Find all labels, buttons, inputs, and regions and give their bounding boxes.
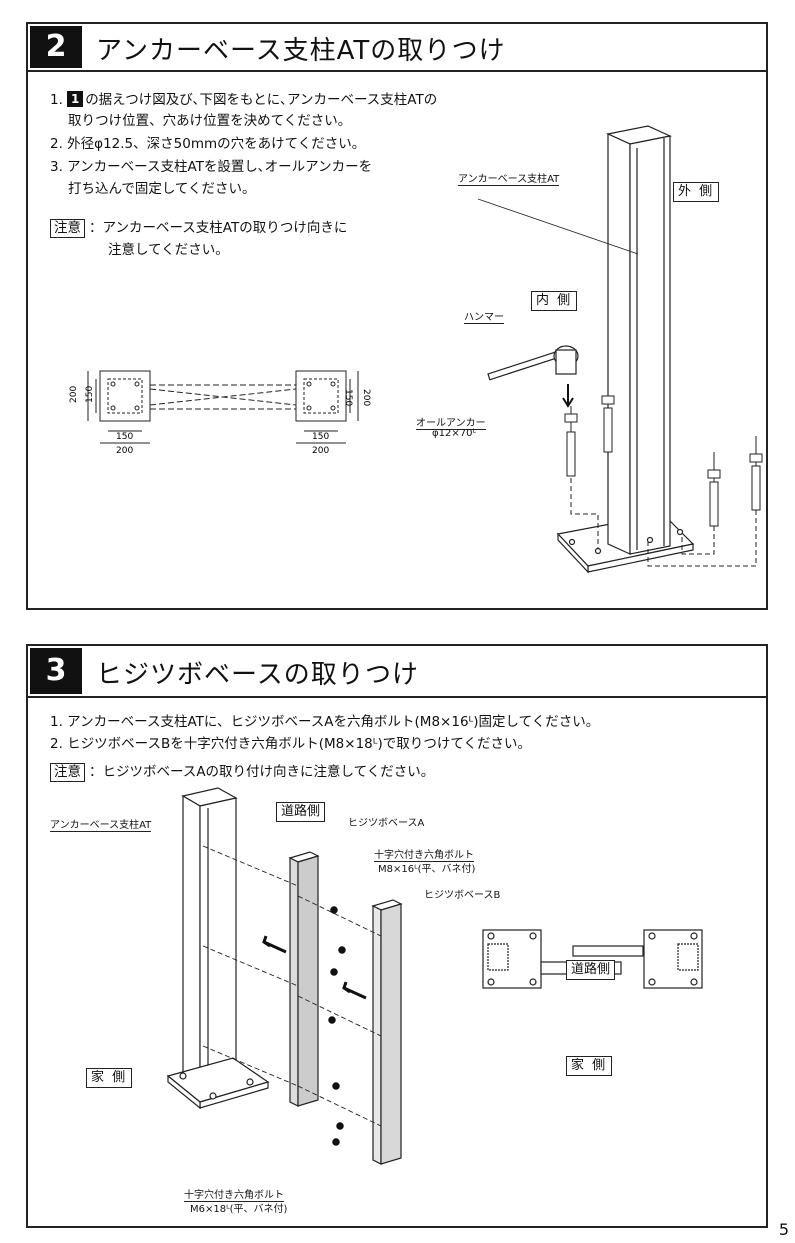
instruction-1: 1. アンカーベース支柱ATに、ヒジツボベースAを六角ボルト(M8×16ᴸ)固定…: [50, 714, 600, 730]
section-number: 2: [30, 26, 82, 68]
caution-label: 注意: [50, 763, 85, 782]
label-road-side: 道路側: [276, 802, 326, 822]
caution-note-cont: 注意してください。: [108, 242, 229, 258]
anchor-plan-diagram: 200 150 200 150 150 200 150 200: [69, 370, 371, 454]
dim-200: 200: [116, 446, 133, 454]
dim-150: 150: [312, 432, 329, 442]
anchor-bolt: [749, 436, 763, 511]
instruction-3-cont: 打ち込んで固定してください。: [68, 181, 256, 197]
label-bolt-a-size: M8×16ᴸ(平、バネ付): [378, 864, 476, 875]
label-anchor-size: φ12×70ᴸ: [432, 428, 476, 439]
instruction-2: 2. ヒジツボベースBを十字穴付き六角ボルト(M8×18ᴸ)で取りつけてください…: [50, 736, 531, 752]
label-bolt-a-type: 十字穴付き六角ボルト: [374, 846, 474, 862]
label-outside: 外 側: [673, 182, 720, 202]
caution-note: 注意：アンカーベース支柱ATの取りつけ向きに: [50, 216, 347, 238]
label-bolt-b-size: M6×18ᴸ(平、バネ付): [190, 1204, 288, 1215]
step-chip: 1: [67, 91, 84, 107]
label-base-b: ヒジツボベースB: [424, 890, 501, 901]
label-base-a: ヒジツボベースA: [348, 818, 425, 829]
caution-note: 注意：ヒジツボベースAの取り付け向きに注意してください。: [50, 760, 434, 782]
label-anchor-post: アンカーベース支柱AT: [50, 816, 152, 832]
instruction-3: 3. アンカーベース支柱ATを設置し､オールアンカーを: [50, 159, 373, 175]
label-anchor: オールアンカー: [416, 414, 486, 430]
label-anchor-post: アンカーベース支柱AT: [458, 170, 560, 186]
label-house-side-plan: 家 側: [566, 1056, 613, 1076]
dim-150: 150: [116, 432, 133, 442]
section-title: ヒジツボベースの取りつけ: [96, 660, 419, 690]
anchor-bolt: [707, 452, 721, 527]
label-house-side: 家 側: [86, 1068, 133, 1088]
dim-200: 200: [361, 389, 371, 406]
anchor-bolt: [564, 406, 578, 477]
section-3-panel: 3 ヒジツボベースの取りつけ 1. アンカーベース支柱ATに、ヒジツボベースAを…: [26, 644, 768, 1228]
label-hammer: ハンマー: [464, 308, 504, 324]
dim-150: 150: [85, 386, 95, 403]
section-title: アンカーベース支柱ATの取りつけ: [96, 36, 506, 66]
caution-label: 注意: [50, 219, 85, 238]
post-install-illustration: [477, 125, 763, 574]
dim-200: 200: [69, 386, 79, 403]
section-2-header: 2 アンカーベース支柱ATの取りつけ: [28, 24, 766, 72]
dim-200: 200: [312, 446, 329, 454]
label-bolt-b-type: 十字穴付き六角ボルト: [184, 1186, 284, 1202]
label-road-side-plan: 道路側: [566, 960, 616, 980]
page-number: 5: [778, 1220, 789, 1239]
instruction-1-cont: 取りつけ位置、穴あけ位置を決めてください。: [68, 113, 352, 129]
instruction-2: 2. 外径φ12.5、深さ50mmの穴をあけてください。: [50, 136, 366, 152]
section-number: 3: [30, 648, 82, 694]
section-3-header: 3 ヒジツボベースの取りつけ: [28, 646, 766, 698]
label-inside: 内 側: [531, 291, 578, 311]
dim-150: 150: [343, 389, 353, 406]
anchor-bolt: [601, 379, 615, 453]
